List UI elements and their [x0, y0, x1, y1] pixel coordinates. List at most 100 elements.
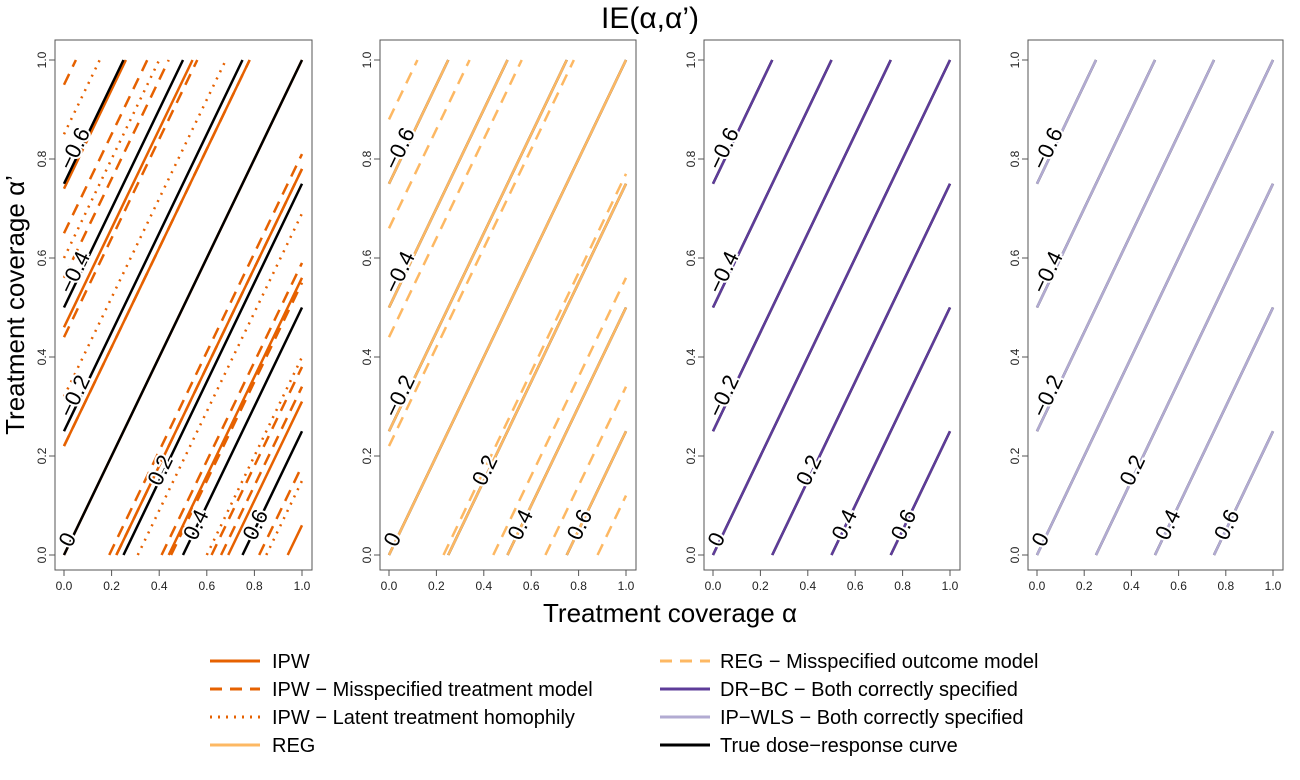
- contour-line-ipw_mis: [219, 386, 304, 556]
- x-tick-label: 0.6: [198, 579, 215, 593]
- x-tick-label: 0.4: [151, 579, 168, 593]
- x-tick-label: 1.0: [294, 579, 311, 593]
- legend-label-drbc: DR−BC − Both correctly specified: [720, 679, 1018, 701]
- x-tick-label: 0.2: [752, 579, 769, 593]
- contour-line-true: [181, 306, 304, 556]
- contour-line-ipw: [227, 401, 304, 556]
- plot-frame: [1027, 39, 1284, 571]
- contour-line-true: [62, 59, 304, 556]
- x-tick-label: 0.8: [570, 579, 587, 593]
- x-tick-label: 0.4: [1123, 579, 1140, 593]
- contour-line-drbc: [711, 59, 774, 185]
- contour-line-reg_mis: [387, 59, 419, 120]
- legend-label-reg: REG: [272, 735, 315, 757]
- contour-line-ipwls: [1035, 59, 1275, 556]
- contour-line-reg_mis: [492, 277, 628, 556]
- contour-line-ipw_mis: [62, 59, 78, 86]
- x-tick-label: 0.2: [1076, 579, 1093, 593]
- contour-line-ipwls: [1153, 306, 1275, 556]
- y-tick-label: 0.4: [1008, 348, 1022, 365]
- y-tick-label: 0.4: [360, 348, 374, 365]
- x-tick-label: 1.0: [618, 579, 635, 593]
- plot-frame: [703, 39, 961, 571]
- contour-label: 0.6: [1209, 505, 1245, 543]
- contour-label: 0.4: [826, 505, 862, 543]
- contour-line-reg_mis: [387, 59, 471, 229]
- y-tick-label: 0.8: [35, 150, 49, 167]
- contour-label: 0.2: [791, 451, 827, 489]
- y-tick-label: 1.0: [35, 51, 49, 68]
- contour-line-ipw: [167, 277, 304, 556]
- x-tick-label: 1.0: [1265, 579, 1282, 593]
- contour-line-ipwls: [1094, 183, 1275, 556]
- x-tick-label: 0.8: [1217, 579, 1234, 593]
- y-tick-label: 0.2: [35, 447, 49, 464]
- contour-line-drbc: [771, 183, 952, 556]
- plot-frame: [54, 39, 313, 571]
- x-tick-label: 0.0: [56, 579, 73, 593]
- x-tick-label: 0.2: [428, 579, 445, 593]
- contour-line-reg_mis: [442, 173, 628, 556]
- contour-line-ipw_lat: [136, 212, 304, 556]
- contour-label: 0.4: [502, 505, 538, 543]
- x-tick-label: 1.0: [942, 579, 959, 593]
- x-tick-label: 0.0: [705, 579, 722, 593]
- contour-line-reg: [387, 59, 450, 185]
- x-tick-label: 0.4: [475, 579, 492, 593]
- contour-line-drbc: [711, 59, 833, 309]
- contour-line-true: [241, 430, 304, 556]
- contour-line-reg: [387, 59, 628, 556]
- y-tick-label: 0.8: [360, 150, 374, 167]
- contour-line-reg: [565, 430, 628, 556]
- y-tick-label: 0.2: [1008, 447, 1022, 464]
- contour-line-true: [62, 59, 244, 432]
- contour-line-ipw: [62, 59, 128, 190]
- contour-line-ipw: [286, 524, 304, 556]
- contour-line-true: [122, 183, 304, 556]
- contour-line-reg: [506, 306, 628, 556]
- y-tick-label: 1.0: [684, 51, 698, 68]
- y-tick-label: 0.2: [684, 447, 698, 464]
- contour-line-ipw_mis: [62, 59, 199, 338]
- contour-line-ipw: [115, 168, 304, 556]
- y-tick-label: 0.0: [1008, 546, 1022, 563]
- contour-line-ipwls: [1035, 59, 1098, 185]
- plot-frame: [379, 39, 637, 571]
- legend-label-ipw_lat: IPW − Latent treatment homophily: [272, 707, 575, 729]
- contour-line-drbc: [830, 306, 952, 556]
- contour-line-reg_mis: [596, 495, 628, 556]
- y-tick-label: 0.6: [35, 249, 49, 266]
- contour-line-ipw_mis: [108, 153, 304, 556]
- chart-title: IE(α,α’): [601, 2, 699, 35]
- x-tick-label: 0.0: [381, 579, 398, 593]
- contour-label: 0.2: [467, 451, 503, 489]
- y-tick-label: 0.8: [684, 150, 698, 167]
- x-tick-label: 0.6: [523, 579, 540, 593]
- contour-label: 0: [53, 528, 81, 550]
- x-tick-label: 0.2: [103, 579, 120, 593]
- contour-label: 0: [378, 528, 406, 550]
- contour-label: 0.2: [142, 451, 178, 489]
- contour-line-reg: [447, 183, 628, 556]
- y-tick-label: 0.4: [35, 348, 49, 365]
- contour-label: 0.6: [886, 505, 922, 543]
- x-tick-label: 0.6: [1170, 579, 1187, 593]
- x-tick-label: 0.8: [894, 579, 911, 593]
- contour-line-ipwls: [1212, 430, 1275, 556]
- legend-label-ipw_mis: IPW − Misspecified treatment model: [272, 679, 593, 701]
- contour-line-reg_mis: [387, 59, 523, 338]
- contour-line-ipwls: [1035, 59, 1216, 432]
- contour-line-reg: [387, 59, 568, 432]
- contour-label: 0.4: [1150, 505, 1186, 543]
- contour-line-true: [62, 59, 125, 185]
- contour-line-ipw_mis: [210, 366, 304, 556]
- contour-line-ipw: [62, 59, 194, 328]
- y-tick-label: 0.8: [1008, 150, 1022, 167]
- contour-line-reg_mis: [387, 59, 575, 447]
